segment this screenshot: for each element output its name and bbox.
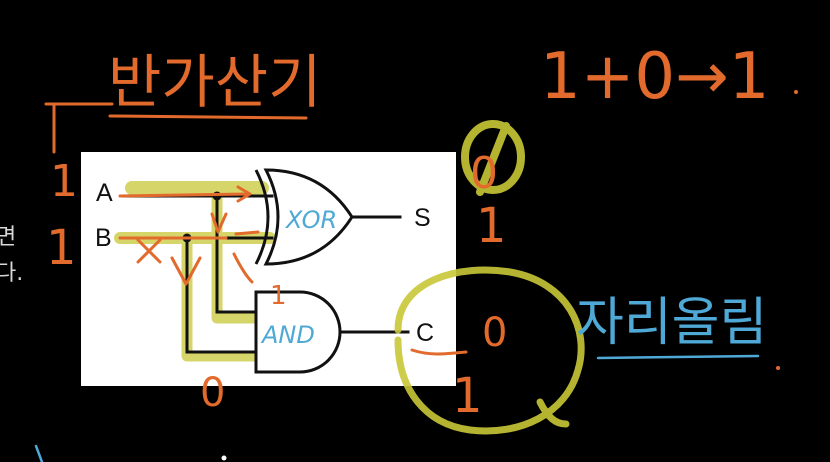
stray-dot (221, 455, 227, 461)
side-text-line-1: 면 (0, 225, 16, 250)
stray-blue-stroke (34, 444, 44, 462)
stroke-b-to-xor (234, 230, 260, 236)
handwritten-carry-one: 1 (452, 368, 483, 424)
handwritten-carry-label: 자리올림 (576, 293, 767, 353)
stroke-a-arrowhead (236, 185, 252, 203)
handwritten-equation: 1+0→1 (540, 40, 769, 114)
wire-a-to-and (215, 194, 258, 314)
input-a-label: A (96, 179, 113, 207)
stroke-down-arrow (210, 212, 228, 234)
xor-body (263, 168, 354, 266)
output-c-label: C (416, 319, 434, 347)
xor-gate (254, 168, 354, 266)
label-end-dot (776, 366, 780, 370)
wire-b-to-and (185, 236, 258, 354)
stroke-under-c (410, 348, 468, 356)
xor-handwritten-label: XOR (284, 206, 337, 234)
title-underline-strokes (44, 102, 308, 154)
orange-circuit-strokes (118, 185, 468, 356)
handwritten-sum-zero: 0 (470, 148, 498, 199)
stroke-branch (232, 252, 254, 284)
and-handwritten-label: AND (260, 321, 315, 349)
and-gate (254, 290, 342, 374)
stroke-b-cross (136, 238, 162, 264)
handwritten-carry-zero: 0 (482, 310, 507, 356)
circle-ring (394, 266, 585, 435)
yellow-zero-slash (476, 122, 510, 196)
stroke-b-arrow (170, 256, 202, 286)
handwritten-and-bottom: 0 (200, 370, 225, 416)
carry-label-underline (596, 354, 760, 360)
title-underline (108, 114, 308, 120)
stroke-a-arrow-line (118, 192, 250, 198)
circle-tail (536, 398, 570, 428)
output-s-label: S (414, 204, 431, 232)
equation-end-dot (794, 90, 798, 94)
handwritten-sum-one: 1 (476, 198, 507, 254)
carry-highlight-circle (394, 266, 585, 435)
input-b-label: B (95, 224, 112, 252)
yellow-zero-ring (461, 120, 525, 194)
handwritten-value-a: 1 (50, 156, 78, 207)
side-text-line-2: 다. (0, 261, 23, 286)
yellow-zero-mark (461, 120, 525, 196)
handwritten-and-input: 1 (270, 281, 287, 311)
handwritten-value-b: 1 (46, 220, 77, 276)
handwritten-title: 반가산기 (108, 48, 321, 116)
xor-extra-arc (254, 169, 270, 265)
